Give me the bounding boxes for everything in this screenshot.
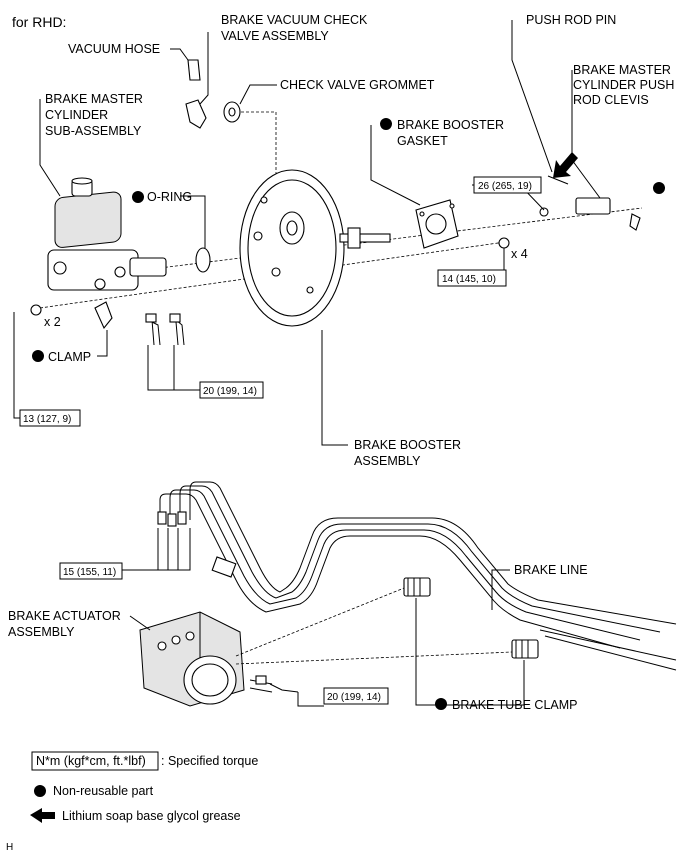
booster-nut-drawing <box>498 237 510 249</box>
torque-box <box>199 381 264 399</box>
o-ring-drawing <box>195 247 211 273</box>
legend-grease: Lithium soap base glycol grease <box>62 809 241 823</box>
legend: N*m (kgf*cm, ft.*lbf) : Specified torque… <box>30 751 258 823</box>
brake-line-bundle <box>157 481 677 671</box>
torque-master-nut: 13 (127, 9) <box>23 414 71 425</box>
non-reusable-icon <box>653 182 665 194</box>
check-valve-drawing <box>185 59 241 129</box>
booster-assembly-label-line2: ASSEMBLY <box>354 454 421 468</box>
booster-gasket-label-line2: GASKET <box>397 134 448 148</box>
torque-booster-nut: 14 (145, 10) <box>442 274 496 285</box>
vacuum-hose-label: VACUUM HOSE <box>68 42 160 56</box>
grommet-label: CHECK VALVE GROMMET <box>280 78 435 92</box>
torque-box <box>473 176 542 194</box>
actuator-label-line2: ASSEMBLY <box>8 625 75 639</box>
tube-clamp-label: BRAKE TUBE CLAMP <box>452 698 578 712</box>
non-reusable-icon <box>32 350 44 362</box>
booster-gasket-drawing <box>415 199 459 249</box>
legend-torque-desc: : Specified torque <box>161 754 258 768</box>
upper-leader-lines <box>13 20 601 446</box>
legend-non-reusable: Non-reusable part <box>53 784 154 798</box>
non-reusable-icon <box>132 191 144 203</box>
master-cylinder-label-line2: CYLINDER <box>45 108 108 122</box>
qty-x4-label: x 4 <box>511 247 528 261</box>
clevis-label-line1: BRAKE MASTER <box>573 63 671 77</box>
master-nut-drawing <box>30 304 42 316</box>
brake-line-label: BRAKE LINE <box>514 563 588 577</box>
push-rod-pin-label: PUSH ROD PIN <box>526 13 616 27</box>
master-cylinder-drawing <box>47 177 167 291</box>
figure-code: H <box>6 842 13 853</box>
lower-leader-lines <box>122 528 525 707</box>
o-ring-label: O-RING <box>147 190 192 204</box>
page-title: for RHD: <box>12 14 66 30</box>
actuator-label-line1: BRAKE ACTUATOR <box>8 609 121 623</box>
brake-booster-drawing <box>239 169 391 327</box>
check-valve-label-line1: BRAKE VACUUM CHECK <box>221 13 368 27</box>
torque-push-rod: 26 (265, 19) <box>478 181 532 192</box>
qty-x2-label: x 2 <box>44 315 61 329</box>
grease-arrow-icon <box>553 152 578 178</box>
clevis-label-line3: ROD CLEVIS <box>573 93 649 107</box>
brake-actuator-drawing <box>139 611 273 707</box>
grease-arrow-icon <box>30 808 55 823</box>
clevis-label-line2: CYLINDER PUSH <box>573 78 674 92</box>
legend-torque-box <box>31 751 159 771</box>
legend-torque-units: N*m (kgf*cm, ft.*lbf) <box>36 754 146 768</box>
torque-master-lines: 20 (199, 14) <box>203 386 257 397</box>
clevis-drawing <box>539 175 641 231</box>
tube-clamp-drawing <box>403 577 539 659</box>
check-valve-label-line2: VALVE ASSEMBLY <box>221 29 329 43</box>
master-cylinder-label-line1: BRAKE MASTER <box>45 92 143 106</box>
master-brake-lines <box>145 313 185 346</box>
non-reusable-icon <box>34 785 46 797</box>
non-reusable-icon <box>380 118 392 130</box>
torque-box <box>323 687 389 705</box>
clamp-label: CLAMP <box>48 350 91 364</box>
master-cylinder-label-line3: SUB-ASSEMBLY <box>45 124 142 138</box>
torque-box <box>19 409 81 427</box>
non-reusable-icon <box>435 698 447 710</box>
torque-box <box>59 562 123 580</box>
booster-gasket-label-line1: BRAKE BOOSTER <box>397 118 504 132</box>
torque-actuator-lines: 20 (199, 14) <box>327 692 381 703</box>
booster-assembly-label-line1: BRAKE BOOSTER <box>354 438 461 452</box>
torque-box <box>437 269 507 287</box>
torque-actuator-top: 15 (155, 11) <box>63 567 116 578</box>
clamp-drawing <box>94 301 113 330</box>
